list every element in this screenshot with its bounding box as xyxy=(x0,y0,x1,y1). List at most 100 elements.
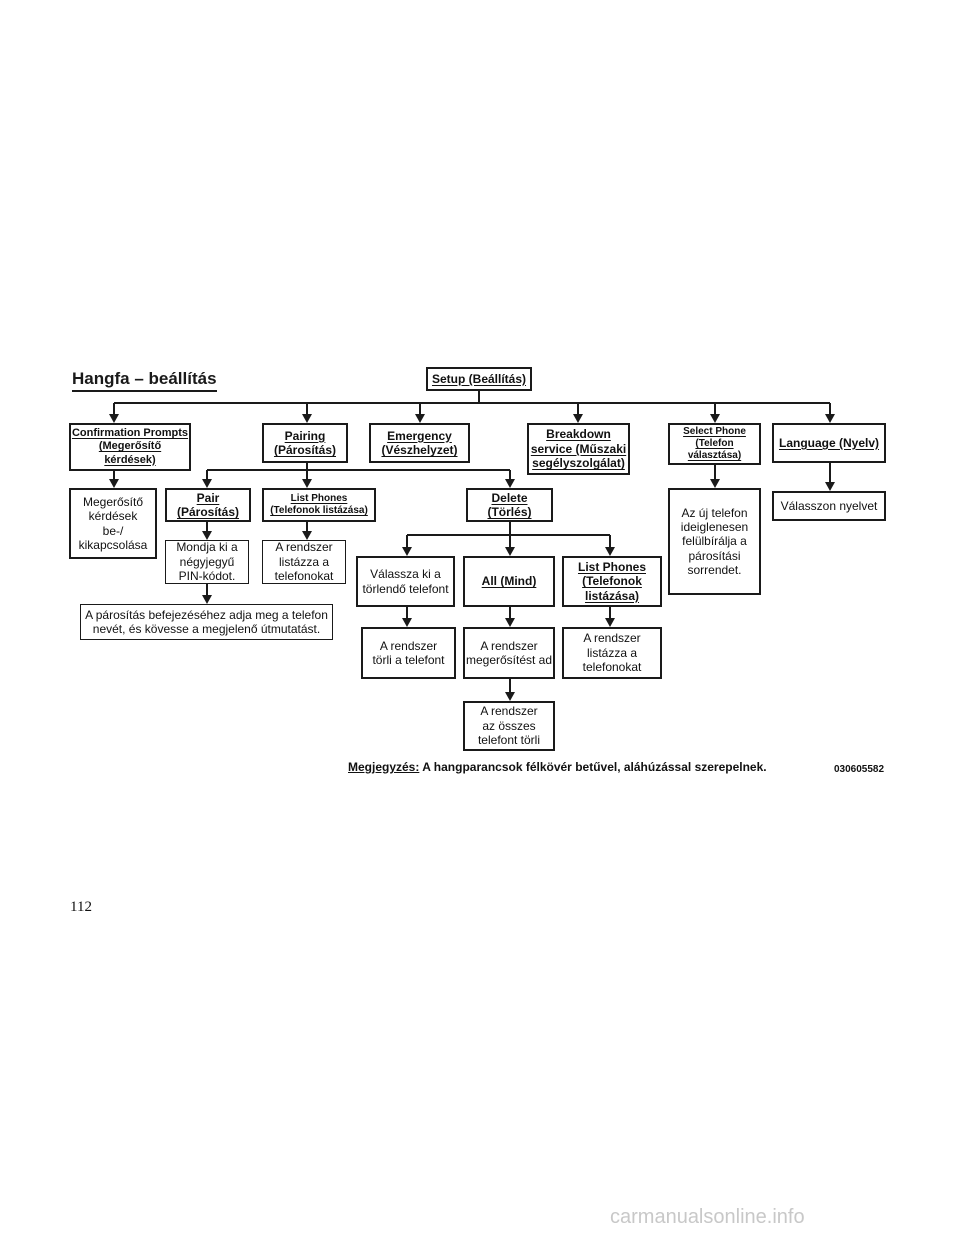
box-line: (Megerősítő xyxy=(98,440,162,453)
box-line: párosítási xyxy=(688,548,741,563)
box-line: A rendszer xyxy=(275,540,333,555)
box-line: Confirmation Prompts xyxy=(71,427,189,440)
box-line: (Telefonok xyxy=(582,574,642,589)
box-line: felülbírálja a xyxy=(682,534,747,549)
arrowhead xyxy=(605,547,615,556)
footnote-text: A hangparancsok félkövér betűvel, aláhúz… xyxy=(419,760,767,774)
arrowhead xyxy=(505,618,515,627)
box-line: sorrendet. xyxy=(687,563,742,578)
box-line: Mondja ki a xyxy=(176,540,238,555)
pair-box: Pair(Párosítás) xyxy=(165,488,251,522)
box-line: Language (Nyelv) xyxy=(778,435,880,450)
box-line: (Vészhelyzet) xyxy=(381,443,458,457)
footnote: Megjegyzés: A hangparancsok félkövér bet… xyxy=(348,760,767,774)
language-box: Language (Nyelv) xyxy=(772,423,886,463)
box-line: Delete xyxy=(491,490,528,505)
box-line: listázza a xyxy=(586,645,638,660)
box-line: listázza a xyxy=(278,554,330,569)
pairing-completion-instruction: A párosítás befejezéséhez adja meg a tel… xyxy=(80,604,333,640)
arrowhead xyxy=(302,479,312,488)
arrowhead xyxy=(710,479,720,488)
arrowhead xyxy=(505,479,515,488)
language-description: Válasszon nyelvet xyxy=(772,491,886,521)
arrowhead xyxy=(302,531,312,540)
delete-box: Delete(Törlés) xyxy=(466,488,553,522)
box-line: All (Mind) xyxy=(481,574,537,589)
box-line: kérdések xyxy=(88,509,138,524)
box-line: ideiglenesen xyxy=(680,519,749,534)
arrowhead xyxy=(109,414,119,423)
box-line: törli a telefont xyxy=(372,653,445,667)
page-number: 112 xyxy=(70,899,92,915)
pairing-box: Pairing(Párosítás) xyxy=(262,423,348,463)
box-line: PIN-kódot. xyxy=(178,569,236,584)
box-line: nevét, és kövesse a megjelenő útmutatást… xyxy=(92,622,321,636)
box-line: megerősítést ad xyxy=(465,653,553,667)
box-line: Select Phone xyxy=(683,426,746,437)
arrowhead xyxy=(505,547,515,556)
arrowhead xyxy=(202,595,212,604)
box-line: Megerősítő xyxy=(82,494,144,509)
box-line: négyjegyű xyxy=(179,554,235,569)
box-line: A párosítás befejezéséhez adja meg a tel… xyxy=(85,607,328,622)
box-line: be-/ xyxy=(102,523,124,538)
box-line: kérdések) xyxy=(104,453,156,466)
arrowhead xyxy=(109,479,119,488)
arrowhead xyxy=(402,618,412,627)
arrowhead xyxy=(402,547,412,556)
page-title: Hangfa – beállítás xyxy=(72,369,217,392)
arrowhead xyxy=(415,414,425,423)
box-line: service (Műszaki xyxy=(530,441,627,456)
arrowhead xyxy=(202,479,212,488)
box-line: törlendő telefont xyxy=(362,581,449,596)
figure-code: 030605582 xyxy=(834,764,885,775)
arrowhead xyxy=(505,692,515,701)
box-line: (Párosítás) xyxy=(176,505,240,519)
arrowhead xyxy=(605,618,615,627)
box-line: Pair xyxy=(196,490,220,505)
arrowhead xyxy=(202,531,212,540)
box-line: (Törlés) xyxy=(487,505,532,519)
arrowhead xyxy=(573,414,583,423)
watermark: carmanualsonline.info xyxy=(610,1206,805,1228)
box-line: Setup (Beállítás) xyxy=(431,371,527,386)
box-line: A rendszer xyxy=(583,631,641,646)
arrowhead xyxy=(825,414,835,423)
box-line: List Phones xyxy=(577,559,646,574)
box-line: A rendszer xyxy=(480,704,538,719)
box-line: (Telefon xyxy=(695,438,734,449)
box-line: telefonokat xyxy=(274,569,334,584)
box-line: kikapcsolása xyxy=(78,537,148,552)
box-line: Breakdown xyxy=(546,427,611,442)
box-line: Válassza ki a xyxy=(370,567,441,582)
footnote-label: Megjegyzés: xyxy=(348,760,420,774)
box-line: Válasszon nyelvet xyxy=(780,498,878,513)
emergency-box: Emergency(Vészhelyzet) xyxy=(369,423,470,463)
box-line: Az új telefon xyxy=(681,505,748,520)
box-line: A rendszer xyxy=(480,638,538,653)
box-line: telefont törli xyxy=(477,733,541,748)
box-line: (Párosítás) xyxy=(273,443,337,457)
box-line: listázása) xyxy=(584,588,640,603)
setup-box: Setup (Beállítás) xyxy=(426,367,532,391)
box-line: List Phones xyxy=(290,493,348,504)
arrowhead xyxy=(302,414,312,423)
box-line: választása) xyxy=(687,450,742,461)
arrowhead xyxy=(825,482,835,491)
box-line: az összes xyxy=(482,718,536,733)
all-box: All (Mind) xyxy=(463,556,555,607)
